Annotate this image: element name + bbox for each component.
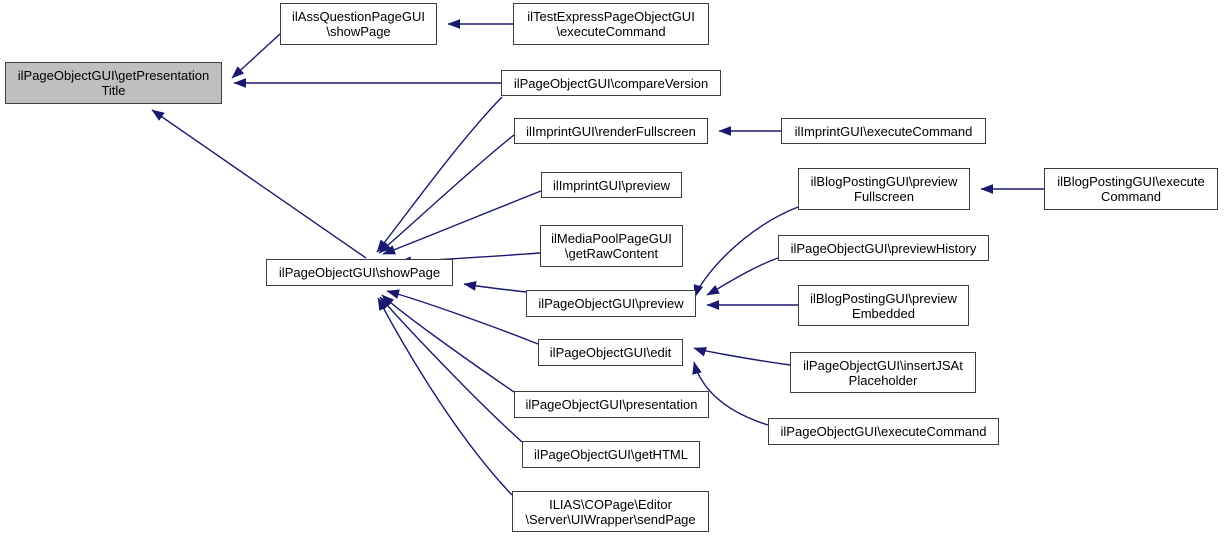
edge-edit-to-showPage: [386, 289, 539, 345]
node-label-getPresentationTitle: ilPageObjectGUI\getPresentation Title: [17, 68, 210, 98]
node-label-testExpressExecuteCommand: ilTestExpressPageObjectGUI \executeComma…: [527, 9, 695, 39]
edge-getHTML-to-showPage: [379, 296, 523, 443]
node-showPage[interactable]: ilPageObjectGUI\showPage: [266, 259, 453, 286]
node-insertJSAtPlaceholder[interactable]: ilPageObjectGUI\insertJSAt Placeholder: [790, 352, 976, 393]
node-preview[interactable]: ilPageObjectGUI\preview: [526, 290, 696, 317]
node-imprintExecuteCommand[interactable]: ilImprintGUI\executeCommand: [781, 118, 986, 144]
node-label-preview: ilPageObjectGUI\preview: [538, 296, 684, 311]
node-blogExecuteCommand[interactable]: ilBlogPostingGUI\execute Command: [1044, 168, 1218, 210]
node-label-blogExecuteCommand: ilBlogPostingGUI\execute Command: [1057, 174, 1205, 204]
edge-imprintPreview-to-showPage: [382, 190, 542, 255]
node-getHTML[interactable]: ilPageObjectGUI\getHTML: [522, 441, 700, 468]
node-blogPreviewEmbedded[interactable]: ilBlogPostingGUI\preview Embedded: [798, 285, 969, 326]
node-label-pageObjectExecuteCommand: ilPageObjectGUI\executeCommand: [780, 424, 987, 439]
node-getPresentationTitle[interactable]: ilPageObjectGUI\getPresentation Title: [5, 62, 222, 104]
node-assQuestionShowPage[interactable]: ilAssQuestionPageGUI \showPage: [280, 3, 437, 45]
node-blogPreviewFullscreen[interactable]: ilBlogPostingGUI\preview Fullscreen: [798, 168, 970, 210]
node-label-mediaPoolGetRawContent: ilMediaPoolPageGUI \getRawContent: [551, 231, 672, 261]
edge-presentation-to-showPage: [381, 294, 515, 393]
edge-previewHistory-to-preview: [706, 257, 779, 296]
node-imprintPreview[interactable]: ilImprintGUI\preview: [541, 172, 682, 198]
edge-renderFullscreen-to-showPage: [378, 134, 515, 254]
node-pageObjectExecuteCommand[interactable]: ilPageObjectGUI\executeCommand: [768, 418, 999, 445]
edge-showPage-to-getPresentationTitle: [151, 109, 367, 259]
node-label-imprintExecuteCommand: ilImprintGUI\executeCommand: [794, 123, 973, 139]
node-sendPage[interactable]: ILIAS\COPage\Editor \Server\UIWrapper\se…: [512, 491, 709, 532]
node-previewHistory[interactable]: ilPageObjectGUI\previewHistory: [778, 235, 989, 261]
node-label-compareVersion: ilPageObjectGUI\compareVersion: [513, 75, 709, 91]
node-label-blogPreviewEmbedded: ilBlogPostingGUI\preview Embedded: [810, 290, 957, 321]
node-testExpressExecuteCommand[interactable]: ilTestExpressPageObjectGUI \executeComma…: [513, 3, 709, 45]
node-label-assQuestionShowPage: ilAssQuestionPageGUI \showPage: [292, 9, 425, 39]
node-label-sendPage: ILIAS\COPage\Editor \Server\UIWrapper\se…: [525, 496, 696, 527]
node-renderFullscreen[interactable]: ilImprintGUI\renderFullscreen: [514, 118, 708, 144]
node-edit[interactable]: ilPageObjectGUI\edit: [538, 339, 683, 366]
edge-compareVersion-to-showPage: [376, 96, 503, 253]
node-label-imprintPreview: ilImprintGUI\preview: [552, 177, 671, 193]
node-label-presentation: ilPageObjectGUI\presentation: [525, 397, 698, 412]
node-compareVersion[interactable]: ilPageObjectGUI\compareVersion: [501, 70, 721, 96]
node-presentation[interactable]: ilPageObjectGUI\presentation: [514, 391, 709, 418]
node-label-blogPreviewFullscreen: ilBlogPostingGUI\preview Fullscreen: [810, 174, 958, 204]
edge-sendPage-to-showPage: [377, 297, 513, 496]
node-label-insertJSAtPlaceholder: ilPageObjectGUI\insertJSAt Placeholder: [803, 357, 963, 388]
edge-assQuestionShowPage-to-getPresentationTitle: [231, 33, 281, 79]
node-label-getHTML: ilPageObjectGUI\getHTML: [534, 447, 688, 462]
node-mediaPoolGetRawContent[interactable]: ilMediaPoolPageGUI \getRawContent: [540, 225, 683, 267]
edge-insertJSAtPlaceholder-to-edit: [693, 347, 791, 366]
node-label-showPage: ilPageObjectGUI\showPage: [278, 265, 441, 280]
edge-preview-to-showPage: [463, 281, 527, 293]
node-label-renderFullscreen: ilImprintGUI\renderFullscreen: [526, 123, 696, 139]
node-label-previewHistory: ilPageObjectGUI\previewHistory: [790, 240, 977, 256]
node-label-edit: ilPageObjectGUI\edit: [549, 345, 672, 360]
